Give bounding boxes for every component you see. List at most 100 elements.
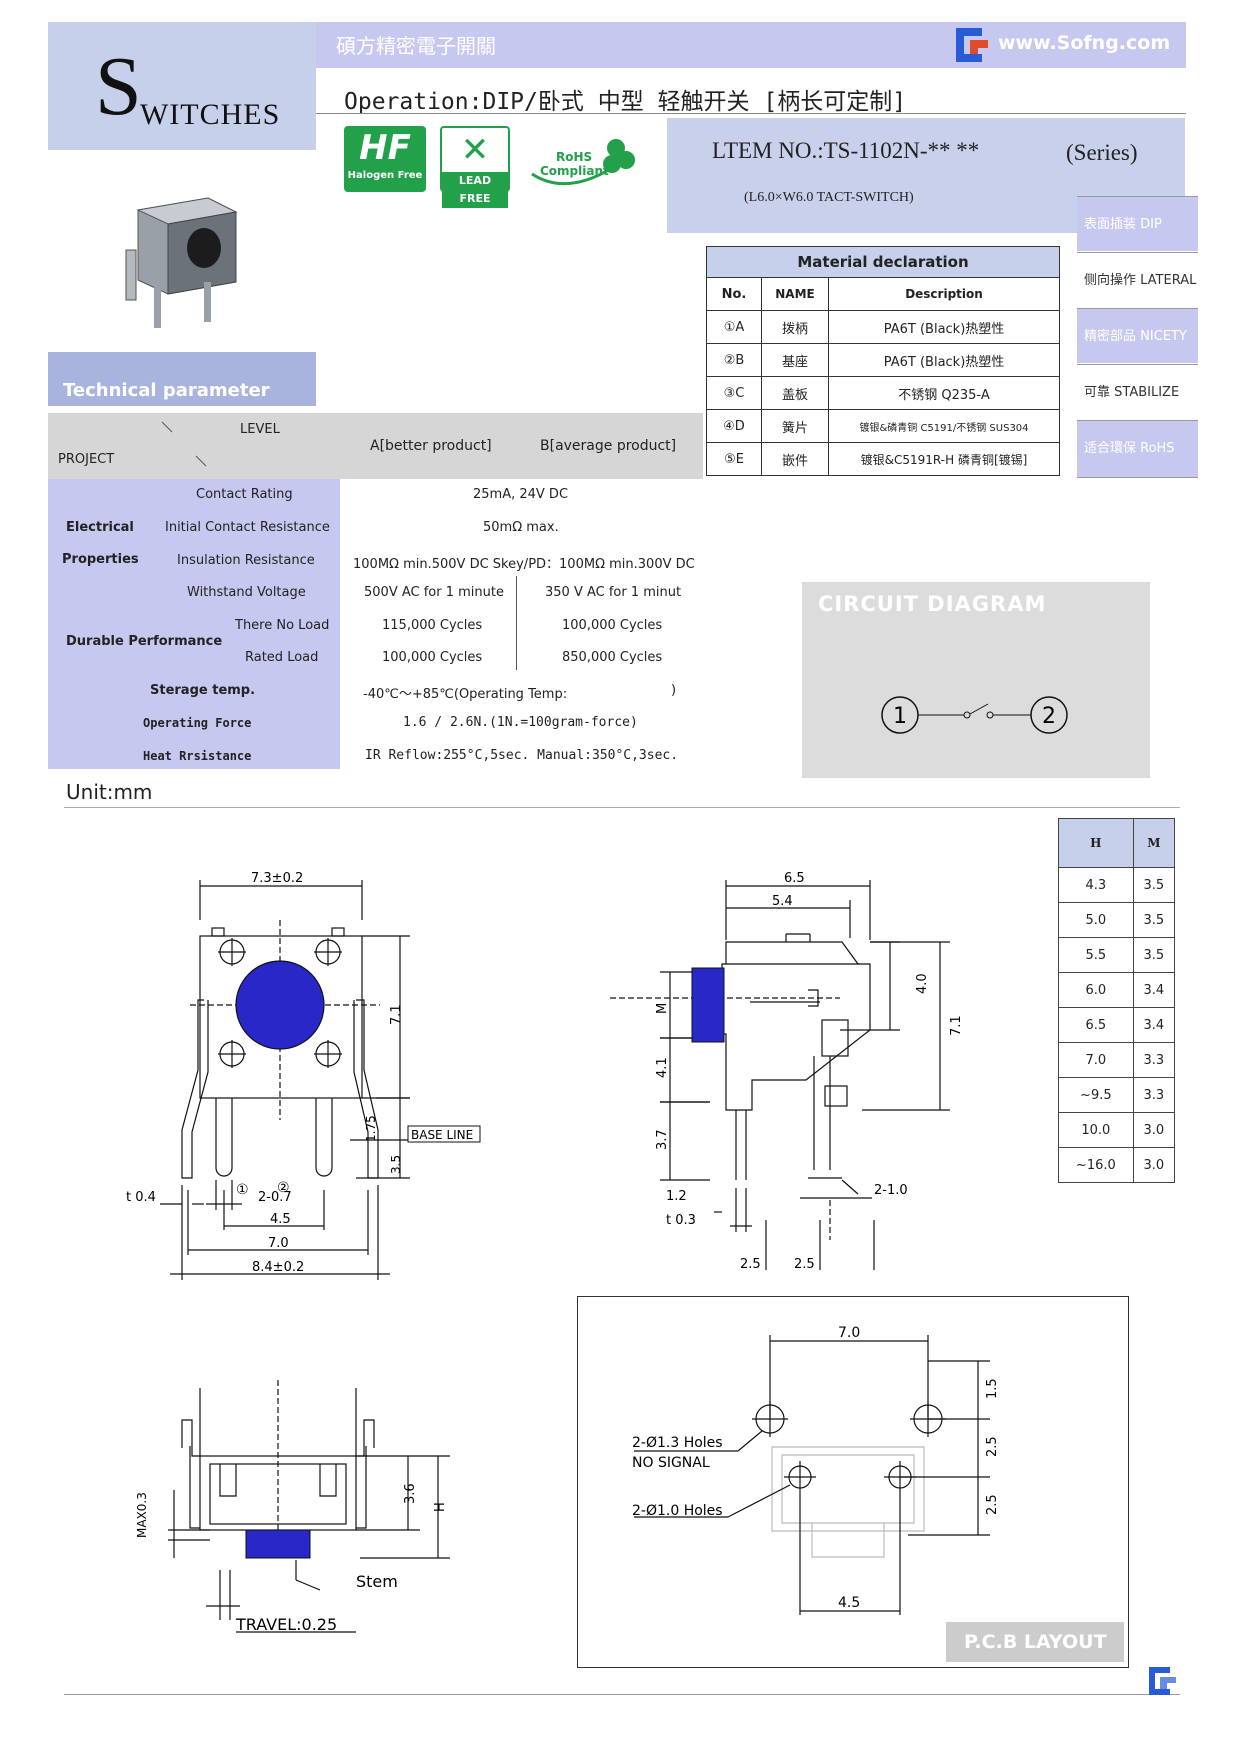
force-label: Operating Force	[143, 716, 252, 730]
dim-37: 3.7	[655, 1129, 670, 1150]
tech-title-panel	[48, 352, 316, 406]
no-load-a: 115,000 Cycles	[382, 618, 483, 633]
rated-b: 850,000 Cycles	[562, 650, 663, 665]
side-view-drawing: 6.5 5.4 4.0 7.1 M 4.1 3.7 1.2 t 0.3 2-1.…	[610, 871, 964, 1270]
dim-45: 4.5	[270, 1212, 291, 1227]
dim-54: 5.4	[772, 894, 793, 909]
dim-40: 4.0	[915, 973, 930, 994]
dim-175: 1.75	[364, 1115, 378, 1142]
travel-label: TRAVEL:0.25	[235, 1615, 337, 1634]
durable-label: Durable Performance	[66, 634, 223, 649]
bottom-view-drawing: MAX0.3 3.6 H Stem TRAVEL:0.25	[135, 1380, 450, 1634]
dim-25a: 2.5	[740, 1257, 761, 1270]
dim-height: 7.1	[389, 1004, 404, 1025]
pcb-drawing: 7.0 1.5 2.5 2.5 4.5 2-Ø1.3 Holes NO SIGN…	[632, 1325, 1000, 1615]
properties-label: Properties	[62, 552, 139, 567]
dim-70: 7.0	[268, 1236, 289, 1251]
dim-84: 8.4±0.2	[252, 1260, 304, 1275]
lead-free-badge: ✕ LEAD FREE	[440, 126, 510, 208]
dim-207: 2-0.7	[258, 1190, 292, 1205]
dim-71: 7.1	[949, 1015, 964, 1036]
heat-label: Heat Rrsistance	[143, 749, 252, 763]
force-value: 1.6 / 2.6N.(1N.=100gram-force)	[403, 715, 638, 730]
footer-logo-icon	[1149, 1667, 1176, 1695]
circuit-switch: 1 2	[881, 696, 1068, 734]
col-m: M	[1132, 818, 1176, 868]
logo-letter: S	[95, 40, 142, 133]
pcb-dim-45: 4.5	[838, 1595, 860, 1611]
col-no: No.	[706, 277, 762, 311]
logo-panel	[48, 22, 316, 150]
header-bar	[316, 22, 1186, 68]
dim-t03: t 0.3	[666, 1213, 696, 1228]
withstand-a: 500V AC for 1 minute	[364, 585, 504, 600]
circuit-node-1: 1	[893, 704, 907, 729]
col-b-label: B[average product]	[540, 438, 677, 454]
company-name: 碩方精密電子開關	[336, 34, 496, 58]
pcb-dim-25b: 2.5	[985, 1494, 1000, 1515]
tag-nicety: 精密部品 NICETY	[1077, 308, 1198, 363]
contact-rating-label: Contact Rating	[196, 487, 293, 502]
withstand-b: 350 V AC for 1 minut	[545, 585, 682, 600]
header-slash	[161, 421, 207, 467]
insul-value: 100MΩ min.500V DC Skey/PD：100MΩ min.300V…	[353, 557, 695, 572]
storage-label: Sterage temp.	[150, 683, 256, 698]
dim-35: 3.5	[389, 1155, 403, 1174]
rohs-badge: RoHS Compliant	[526, 134, 638, 196]
heat-value: IR Reflow:255°C,5sec. Manual:350°C,3sec.	[365, 748, 679, 763]
website-link[interactable]: www.Sofng.com	[998, 32, 1171, 54]
contact-1: ①	[236, 1182, 249, 1198]
col-name: NAME	[761, 277, 829, 311]
contact-rating-value: 25mA, 24V DC	[473, 487, 569, 502]
item-number: LTEM NO.:TS-1102N-** **	[712, 138, 980, 163]
dim-36: 3.6	[403, 1483, 418, 1504]
item-size: (L6.0×W6.0 TACT-SWITCH)	[744, 190, 914, 205]
tech-header-row	[48, 413, 703, 479]
initial-res-value: 50mΩ max.	[483, 520, 559, 535]
electrical-label: Electrical	[66, 520, 134, 535]
title-divider	[316, 113, 1186, 114]
dim-41: 4.1	[655, 1057, 670, 1078]
front-view-drawing: 7.3±0.2 7.1 BASE LINE 1.75 3.5 ① ② t 0.4…	[126, 871, 481, 1280]
circuit-title: CIRCUIT DIAGRAM	[818, 592, 1047, 616]
tech-label-column	[48, 479, 340, 769]
circuit-panel	[802, 582, 1150, 778]
dim-width: 7.3±0.2	[251, 871, 303, 886]
rated-a: 100,000 Cycles	[382, 650, 483, 665]
initial-res-label: Initial Contact Resistance	[165, 520, 330, 535]
tag-rohs: 适合環保 RoHS	[1077, 420, 1198, 478]
dim-t04: t 0.4	[126, 1190, 156, 1205]
storage-value: -40℃～+85℃(Operating Temp:	[363, 687, 568, 702]
tag-stabilize: 可靠 STABILIZE	[1077, 364, 1198, 419]
pcb-panel	[577, 1296, 1129, 1668]
operation-title: Operation:DIP/卧式 中型 轻触开关 [柄长可定制]	[344, 89, 907, 115]
no-load-label: There No Load	[235, 618, 330, 633]
pcb-holes-13: 2-Ø1.3 Holes	[632, 1435, 723, 1451]
unit-divider	[64, 807, 1180, 808]
base-line-label: BASE LINE	[411, 1128, 473, 1142]
col-desc: Description	[828, 277, 1060, 311]
tech-title: Technical parameter	[63, 380, 270, 401]
unit-label: Unit:mm	[66, 780, 153, 804]
no-load-b: 100,000 Cycles	[562, 618, 663, 633]
logo-text: WITCHES	[140, 98, 281, 131]
col-h: H	[1058, 818, 1134, 868]
tag-lateral: 侧向操作 LATERAL	[1077, 252, 1198, 307]
material-caption: Material declaration	[706, 246, 1060, 278]
dim-max03: MAX0.3	[135, 1492, 149, 1538]
withstand-label: Withstand Voltage	[187, 585, 306, 600]
col-a-label: A[better product]	[370, 438, 492, 454]
